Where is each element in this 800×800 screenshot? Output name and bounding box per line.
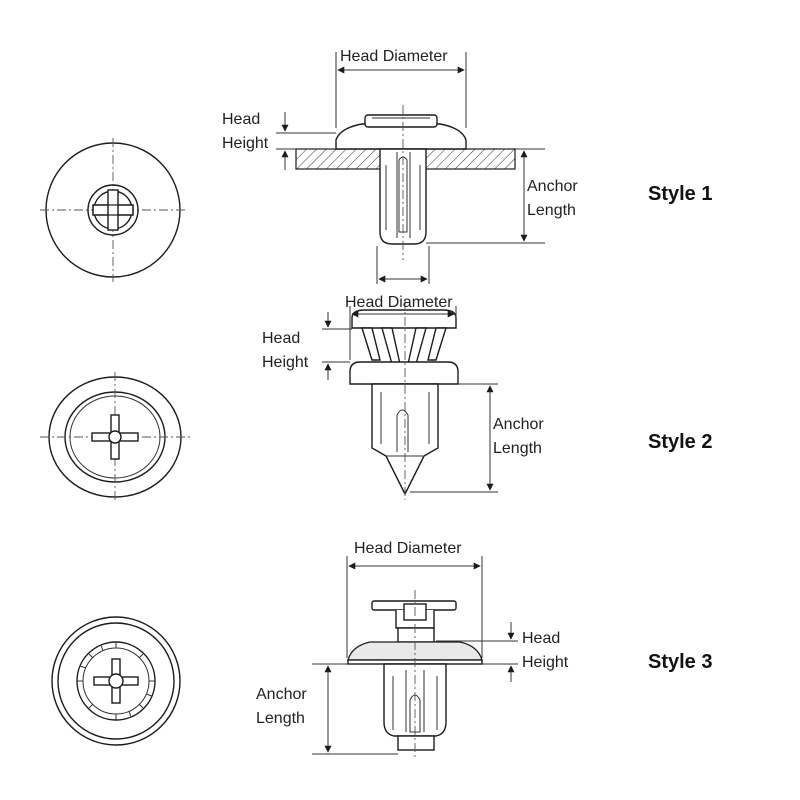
style-2-cap xyxy=(351,309,457,329)
style-2-head xyxy=(349,361,459,385)
style-2-anchor-length-label-line2: Length xyxy=(493,440,542,457)
style-3-head-height-label-line2: Height xyxy=(522,654,569,671)
style-3-title: Style 3 xyxy=(648,651,712,673)
style-3-head-diameter-label: Head Diameter xyxy=(354,540,462,557)
style-2-anchor-length-label-line1: Anchor xyxy=(493,416,544,433)
style-3-anchor-length-label-line2: Length xyxy=(256,710,305,727)
style-3-side-view: Head Diameter Head Height Anchor Length xyxy=(256,540,569,758)
style-1-top-view xyxy=(40,138,186,282)
style-1-panel-right xyxy=(424,148,516,170)
style-1-group: Head Diameter Head Height Anchor Length … xyxy=(40,48,712,284)
style-1-anchor-length-label-line1: Anchor xyxy=(527,178,578,195)
style-3-head-height-label-line1: Head xyxy=(522,630,560,647)
style-1-title: Style 1 xyxy=(648,183,712,205)
style-1-head xyxy=(335,123,467,150)
style-2-head-height-label-line2: Height xyxy=(262,354,309,371)
style-3-anchor-length-label-line1: Anchor xyxy=(256,686,307,703)
style-3-group: Head Diameter Head Height Anchor Length … xyxy=(51,540,712,758)
style-3-head xyxy=(347,641,483,661)
style-2-title: Style 2 xyxy=(648,431,712,453)
style-1-head-diameter-label: Head Diameter xyxy=(340,48,448,65)
style-2-side-view: Head Diameter Head Height Anchor Length xyxy=(262,294,544,500)
style-1-side-view: Head Diameter Head Height Anchor Length xyxy=(222,48,578,284)
style-1-head-height-label-line2: Height xyxy=(222,135,269,152)
style-1-anchor-length-label-line2: Length xyxy=(527,202,576,219)
style-3-top-view xyxy=(51,616,181,746)
style-2-group: Head Diameter Head Height Anchor Length … xyxy=(40,294,712,502)
style-2-head-height-label-line1: Head xyxy=(262,330,300,347)
style-2-head-diameter-label: Head Diameter xyxy=(345,294,453,311)
style-2-top-view xyxy=(40,372,190,502)
style-1-head-height-label-line1: Head xyxy=(222,111,260,128)
style-1-panel-left xyxy=(295,148,383,170)
